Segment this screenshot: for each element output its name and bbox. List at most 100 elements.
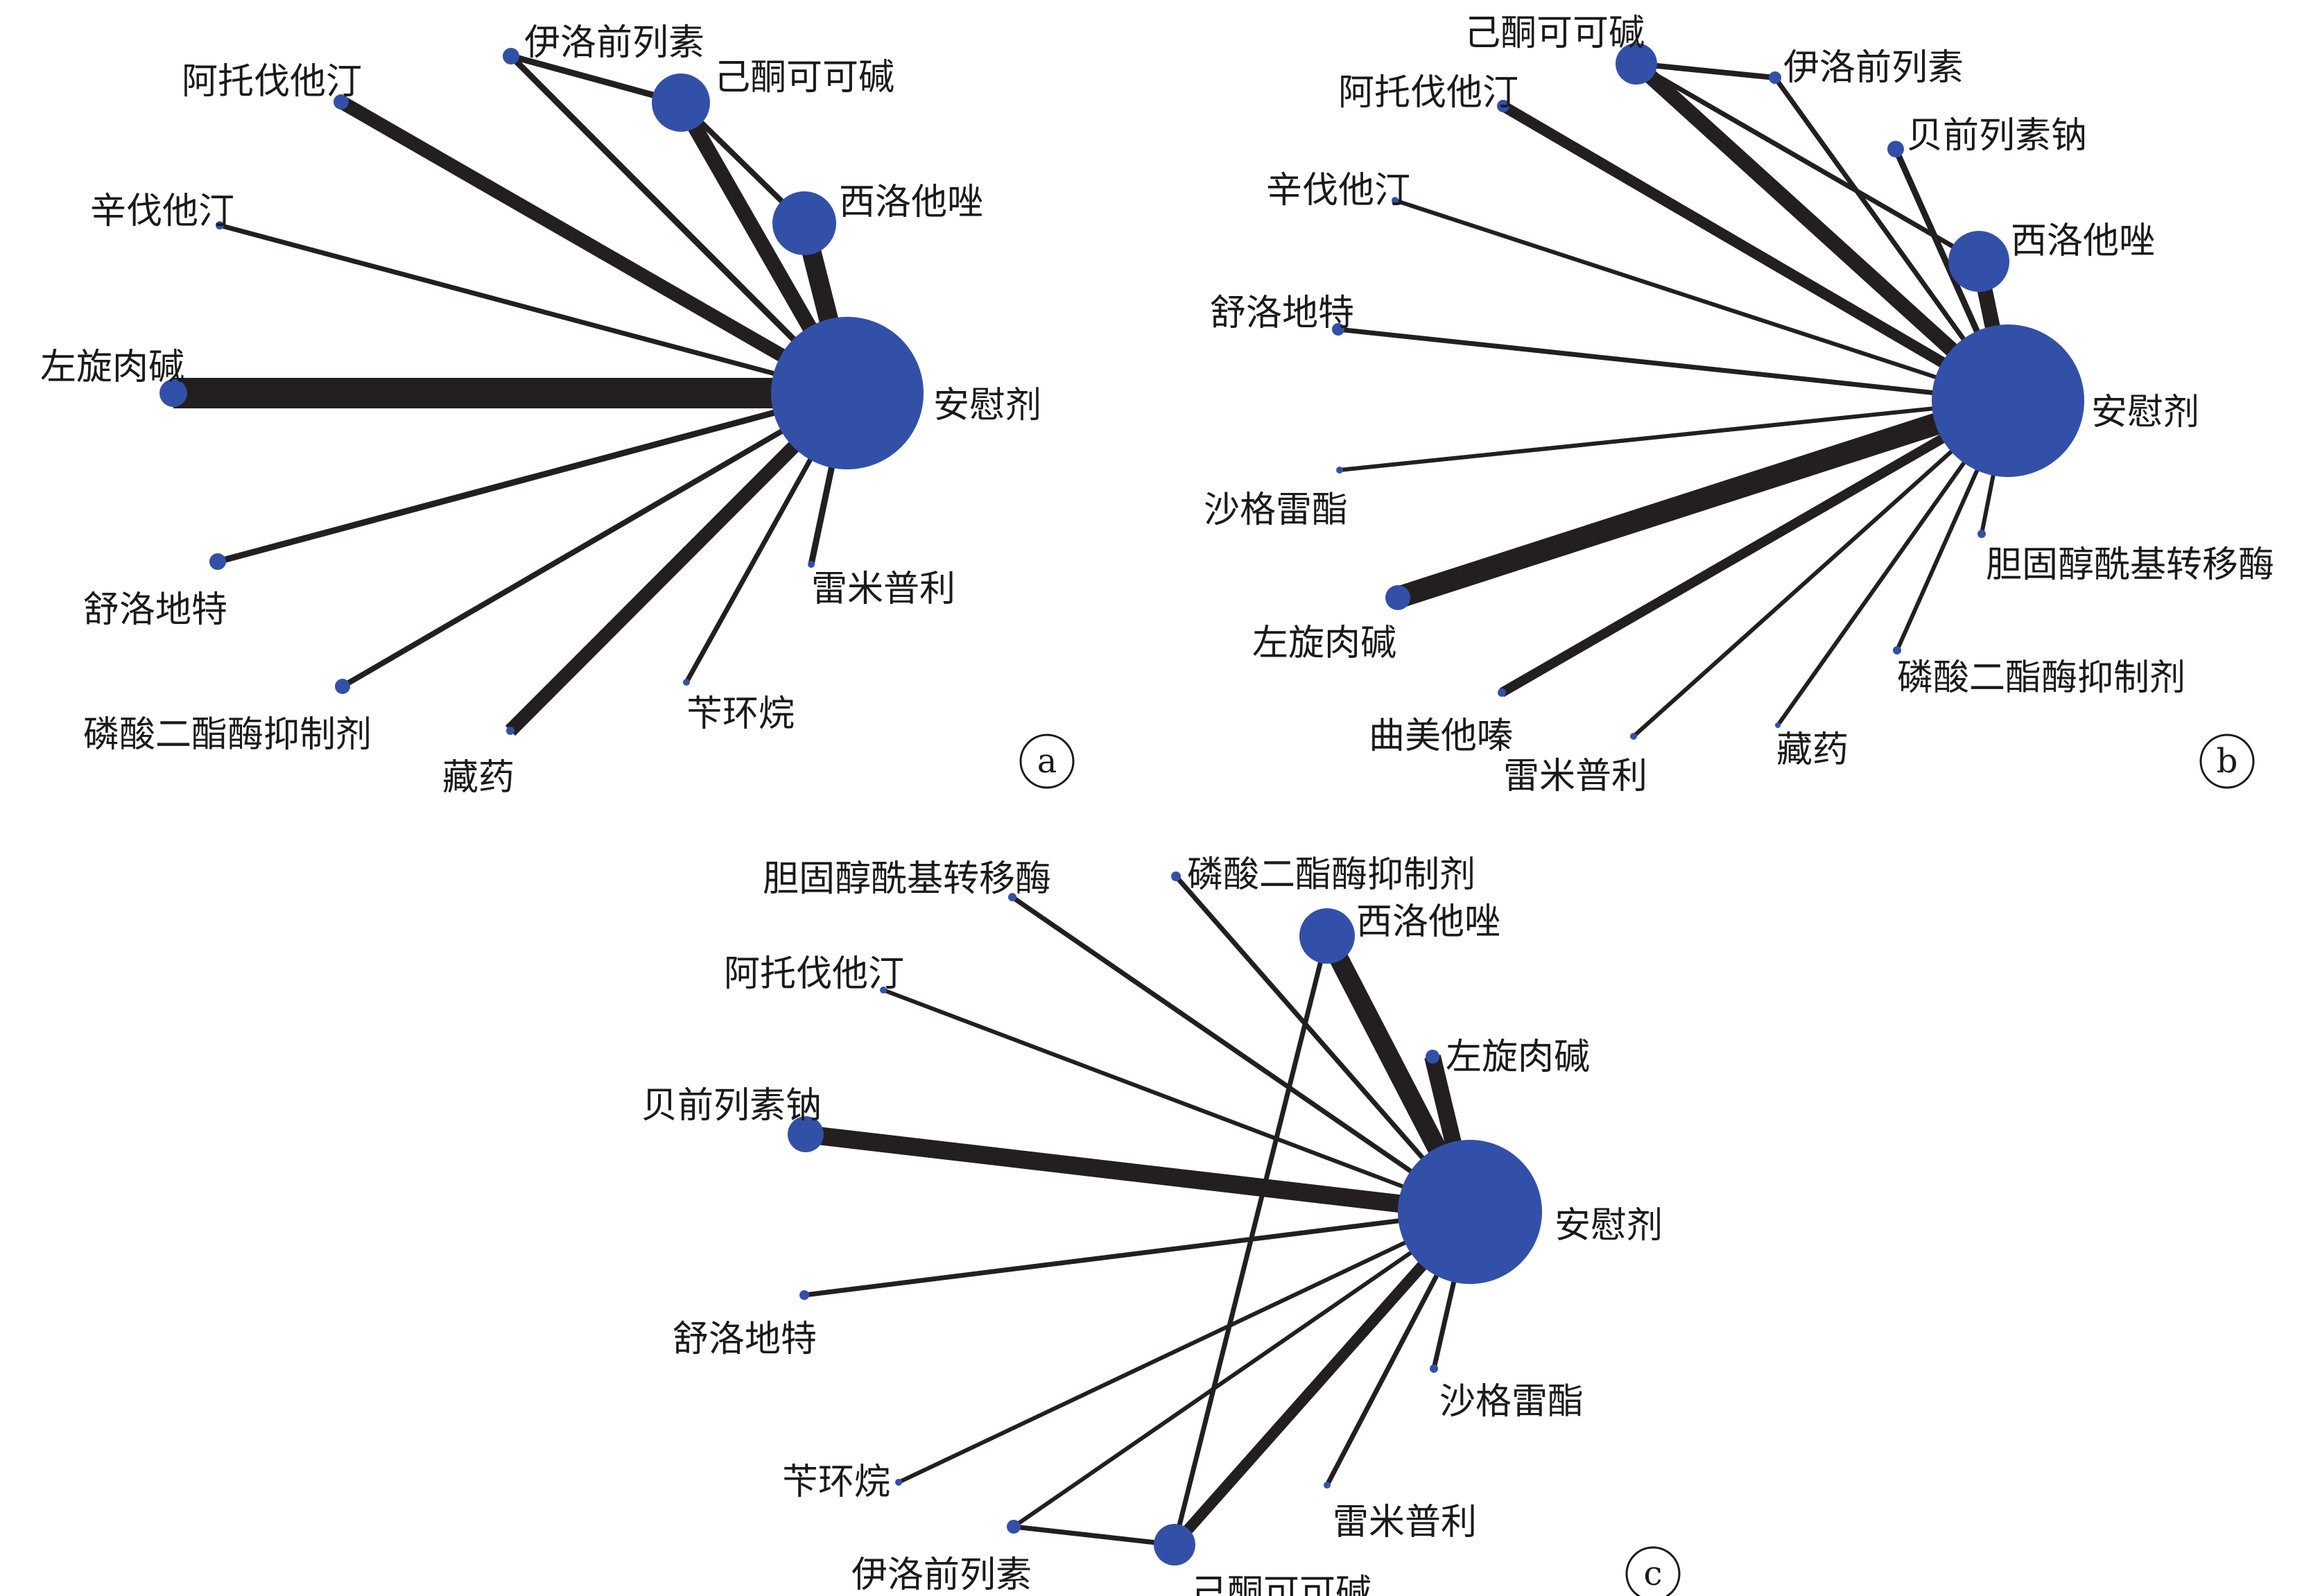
node-label-placebo: 安慰剂 xyxy=(2091,392,2199,433)
node-label-iloprost: 伊洛前列素 xyxy=(1783,47,1964,89)
node-cilostazol xyxy=(772,191,836,255)
edge-placebo-atorvastatin xyxy=(882,988,1471,1214)
node-label-placebo: 安慰剂 xyxy=(933,385,1041,426)
node-label-sarpogrelate: 沙格雷酯 xyxy=(1204,489,1348,531)
edge-placebo-beraprost xyxy=(804,1125,1471,1221)
edge-placebo-atorvastatin xyxy=(1500,101,2011,406)
panel-b-marker-circle xyxy=(2199,734,2255,789)
node-label-bencyclane: 苄环烷 xyxy=(686,693,795,735)
edge-placebo-iloprost xyxy=(1012,1210,1471,1529)
node-label-pde_inhibitor: 磷酸二酯酶抑制剂 xyxy=(1187,854,1475,896)
node-acat xyxy=(1008,893,1016,901)
edge-placebo-acat xyxy=(1011,895,1471,1214)
node-bencyclane xyxy=(895,1479,902,1486)
node-label-simvastatin: 辛伐他汀 xyxy=(90,191,234,232)
node-levocarnitine xyxy=(1385,585,1410,610)
node-ramipril xyxy=(808,561,815,568)
node-label-atorvastatin: 阿托伐他汀 xyxy=(182,61,362,103)
node-label-levocarnitine: 左旋肉碱 xyxy=(1446,1036,1590,1078)
edge-placebo-tibetan xyxy=(505,388,853,736)
nodes-panel-b xyxy=(1332,43,2084,740)
labels-panel-c: 安慰剂 胆固醇酰基转移酶 磷酸二酯酶抑制剂西洛他唑阿托伐他汀左旋肉碱贝前列素钠舒洛地… xyxy=(641,854,1663,1596)
node-placebo xyxy=(1932,324,2084,477)
edge-cilostazol-pentoxifylline xyxy=(1172,935,1330,1545)
node-label-pentoxifylline: 己酮可可碱 xyxy=(1191,1572,1371,1596)
node-label-pde_inhibitor: 磷酸二酯酶抑制剂 xyxy=(83,714,372,756)
node-ramipril xyxy=(1630,733,1637,740)
node-sarpogrelate xyxy=(1336,467,1343,474)
edge-placebo-trimetazidine xyxy=(1499,396,2011,697)
node-sulodexide xyxy=(799,1290,809,1300)
edge-placebo-ramipril xyxy=(1631,399,2010,738)
node-levocarnitine xyxy=(159,379,187,407)
node-label-acat: 胆固醇酰基转移酶 xyxy=(763,858,1051,900)
node-label-cilostazol: 西洛他唑 xyxy=(1356,901,1500,943)
node-placebo xyxy=(1398,1140,1542,1284)
node-label-pde_inhibitor: 磷酸二酯酶抑制剂 xyxy=(1897,657,2185,699)
node-label-trimetazidine: 曲美他嗪 xyxy=(1369,715,1513,757)
node-label-sulodexide: 舒洛地特 xyxy=(1210,293,1354,334)
panel-b-marker-label: b xyxy=(2217,742,2238,781)
panel-c-marker-circle xyxy=(1625,1546,1681,1596)
node-iloprost xyxy=(1007,1520,1021,1534)
node-label-beraprost: 贝前列素钠 xyxy=(641,1085,822,1127)
node-sulodexide xyxy=(209,553,226,570)
panel-a-marker-circle xyxy=(1019,734,1075,789)
panel-c-marker: c xyxy=(1625,1546,1681,1596)
node-pentoxifylline xyxy=(1154,1524,1195,1565)
node-label-levocarnitine: 左旋肉碱 xyxy=(40,347,184,388)
edge-placebo-pde_inhibitor xyxy=(340,390,849,689)
edge-placebo-sulodexide xyxy=(216,390,849,565)
node-label-ramipril: 雷米普利 xyxy=(1333,1502,1477,1543)
edge-pentoxifylline-iloprost xyxy=(1636,61,1776,80)
node-simvastatin xyxy=(1392,197,1399,204)
node-pde_inhibitor xyxy=(1893,646,1901,654)
node-levocarnitine xyxy=(1426,1050,1439,1064)
node-iloprost xyxy=(503,48,519,64)
node-label-beraprost: 贝前列素钠 xyxy=(1907,115,2087,157)
nodes-panel-c xyxy=(788,871,1542,1565)
node-tibetan xyxy=(1775,722,1781,728)
node-label-atorvastatin: 阿托伐他汀 xyxy=(1338,72,1518,114)
node-atorvastatin xyxy=(1497,100,1509,112)
node-simvastatin xyxy=(216,221,224,229)
node-label-bencyclane: 苄环烷 xyxy=(782,1461,890,1503)
node-trimetazidine xyxy=(1498,688,1506,697)
edge-placebo-sulodexide xyxy=(804,1209,1471,1298)
nodes-panel-a xyxy=(159,48,924,735)
labels-panel-b: 安慰剂己酮可可碱伊洛前列素阿托伐他汀贝前列素钠辛伐他汀西洛他唑舒洛地特沙格雷酯胆… xyxy=(1204,12,2274,797)
edge-placebo-simvastatin xyxy=(1394,198,2009,403)
node-ramipril xyxy=(1324,1482,1331,1489)
edge-placebo-levocarnitine xyxy=(1394,390,2011,609)
node-cilostazol xyxy=(1299,908,1355,964)
node-label-levocarnitine: 左旋肉碱 xyxy=(1252,623,1396,664)
node-pde_inhibitor xyxy=(1171,871,1181,881)
node-bencyclane xyxy=(683,679,690,686)
edge-pentoxifylline-cilostazol xyxy=(1635,61,1980,264)
node-label-acat: 胆固醇酰基转移酶 xyxy=(1986,544,2274,586)
edge-placebo-pde_inhibitor xyxy=(1174,874,1472,1214)
edge-placebo-sulodexide xyxy=(1338,327,2009,404)
node-label-cilostazol: 西洛他唑 xyxy=(839,182,983,223)
node-iloprost xyxy=(1769,71,1781,84)
node-label-sarpogrelate: 沙格雷酯 xyxy=(1439,1381,1584,1423)
node-tibetan xyxy=(506,727,514,735)
edge-placebo-atorvastatin xyxy=(338,96,851,399)
panel-a-marker: a xyxy=(1019,734,1075,789)
edges-panel-b xyxy=(1338,58,2016,738)
node-pentoxifylline xyxy=(1616,43,1657,85)
node-beraprost xyxy=(788,1116,824,1152)
edges-panel-a xyxy=(173,53,857,736)
node-atorvastatin xyxy=(880,987,887,994)
edge-placebo-simvastatin xyxy=(219,223,848,396)
edge-iloprost-pentoxifylline xyxy=(510,53,682,106)
node-label-placebo: 安慰剂 xyxy=(1555,1205,1663,1247)
node-label-atorvastatin: 阿托伐他汀 xyxy=(724,953,904,995)
node-label-cilostazol: 西洛他唑 xyxy=(2011,220,2155,262)
edge-iloprost-pentoxifylline xyxy=(1013,1524,1175,1547)
node-label-pentoxifylline: 己酮可可碱 xyxy=(714,57,894,98)
node-label-sulodexide: 舒洛地特 xyxy=(673,1319,817,1360)
node-pde_inhibitor xyxy=(335,679,350,694)
labels-panel-a: 安慰剂左旋肉碱阿托伐他汀伊洛前列素己酮可可碱西洛他唑辛伐他汀舒洛地特磷酸二酯酶抑… xyxy=(40,22,1041,799)
